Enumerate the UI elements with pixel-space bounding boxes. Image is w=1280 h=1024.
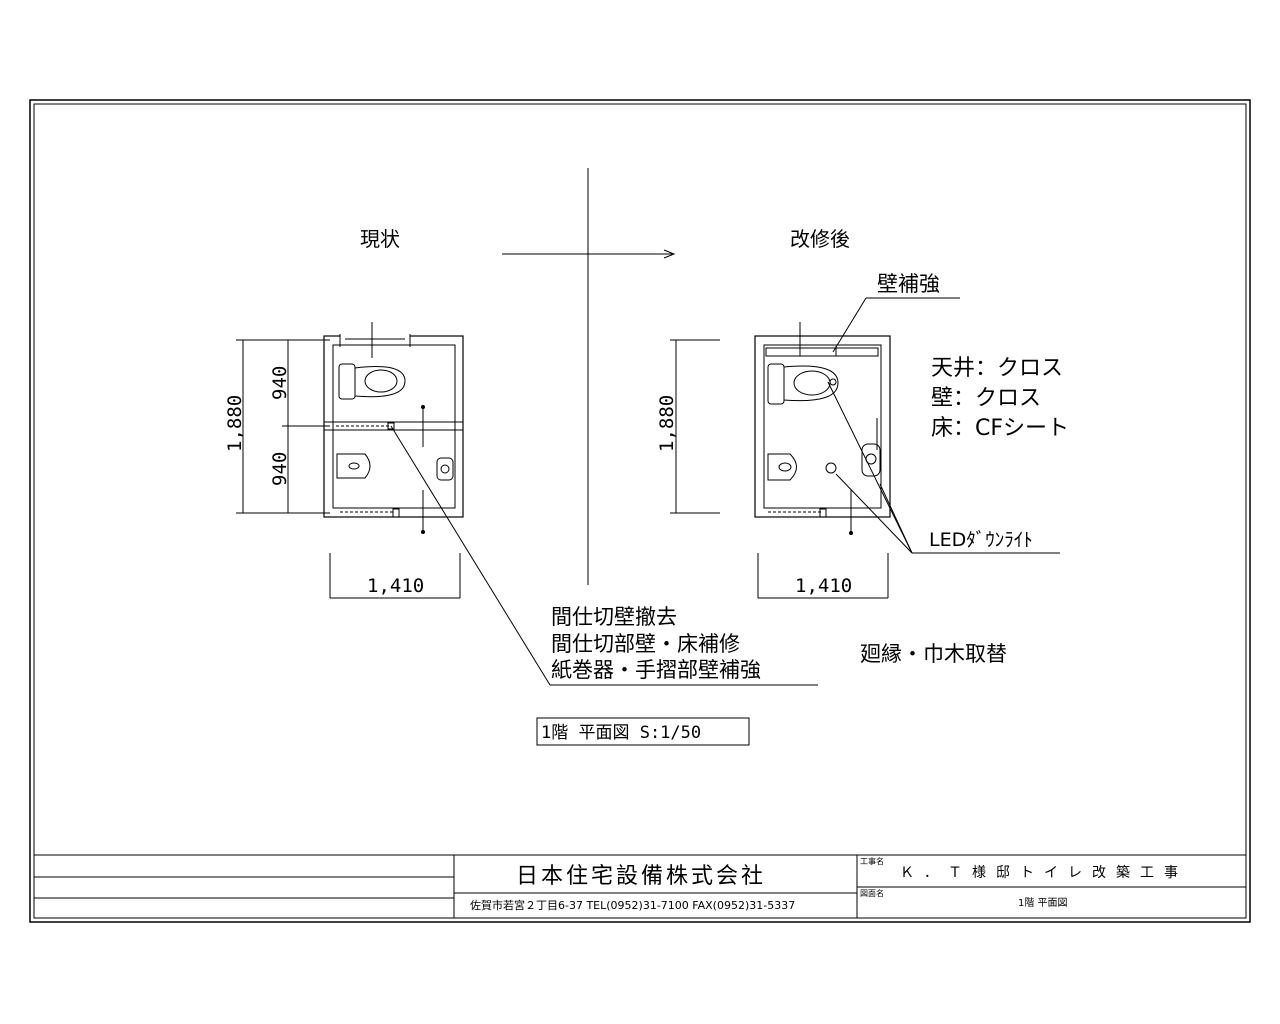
after-plan bbox=[754, 322, 891, 535]
project-name: Ｋ．Ｔ様邸トイレ改築工事 bbox=[900, 865, 1188, 881]
urinal-icon bbox=[767, 453, 797, 481]
drawing-title: 1階 平面図 S:1/50 bbox=[541, 723, 701, 743]
partition-note-3: 紙巻器・手摺部壁補強 bbox=[551, 658, 761, 682]
toilet-icon bbox=[338, 363, 406, 400]
hand-basin-icon bbox=[436, 457, 454, 481]
led-downlight-label: LEDﾀﾞｳﾝﾗｲﾄ bbox=[929, 529, 1033, 551]
before-dimension-lines bbox=[236, 339, 461, 599]
drawing-name: 1階 平面図 bbox=[1018, 897, 1068, 909]
finish-floor: 床：CFシート bbox=[931, 416, 1069, 441]
urinal-icon bbox=[336, 453, 371, 479]
before-upper-height-label: 940 bbox=[269, 366, 291, 400]
finish-ceiling: 天井：クロス bbox=[931, 356, 1063, 381]
after-heading: 改修後 bbox=[790, 227, 850, 251]
wall-reinforcement-label: 壁補強 bbox=[877, 272, 940, 296]
leader-lines bbox=[390, 297, 1060, 686]
baseboard-note: 廻縁・巾木取替 bbox=[860, 642, 1007, 666]
drawing-title-box bbox=[536, 717, 750, 746]
drawing-field-label: 図面名 bbox=[860, 888, 884, 898]
divider-arrow bbox=[502, 168, 676, 585]
before-width-label: 1,410 bbox=[367, 575, 424, 597]
after-total-height-label: 1,880 bbox=[656, 395, 678, 452]
after-dimension-lines bbox=[670, 339, 889, 599]
sheet-inner-border bbox=[33, 103, 1247, 919]
title-block bbox=[34, 854, 1246, 918]
before-lower-height-label: 940 bbox=[269, 452, 291, 486]
downlight-icon bbox=[825, 462, 837, 474]
company-name: 日本住宅設備株式会社 bbox=[516, 864, 766, 889]
partition-note-2: 間仕切部壁・床補修 bbox=[551, 632, 740, 656]
sheet-outer-border bbox=[29, 99, 1251, 923]
toilet-icon bbox=[767, 363, 839, 405]
before-plan bbox=[323, 322, 464, 534]
project-field-label: 工事名 bbox=[860, 856, 884, 866]
finish-wall: 壁：クロス bbox=[931, 386, 1041, 411]
company-address: 佐賀市若宮２丁目6-37 TEL(0952)31-7100 FAX(0952)3… bbox=[470, 898, 795, 912]
before-total-height-label: 1,880 bbox=[224, 395, 246, 452]
after-width-label: 1,410 bbox=[795, 575, 852, 597]
partition-note-1: 間仕切壁撤去 bbox=[551, 605, 677, 629]
before-heading: 現状 bbox=[360, 227, 400, 251]
